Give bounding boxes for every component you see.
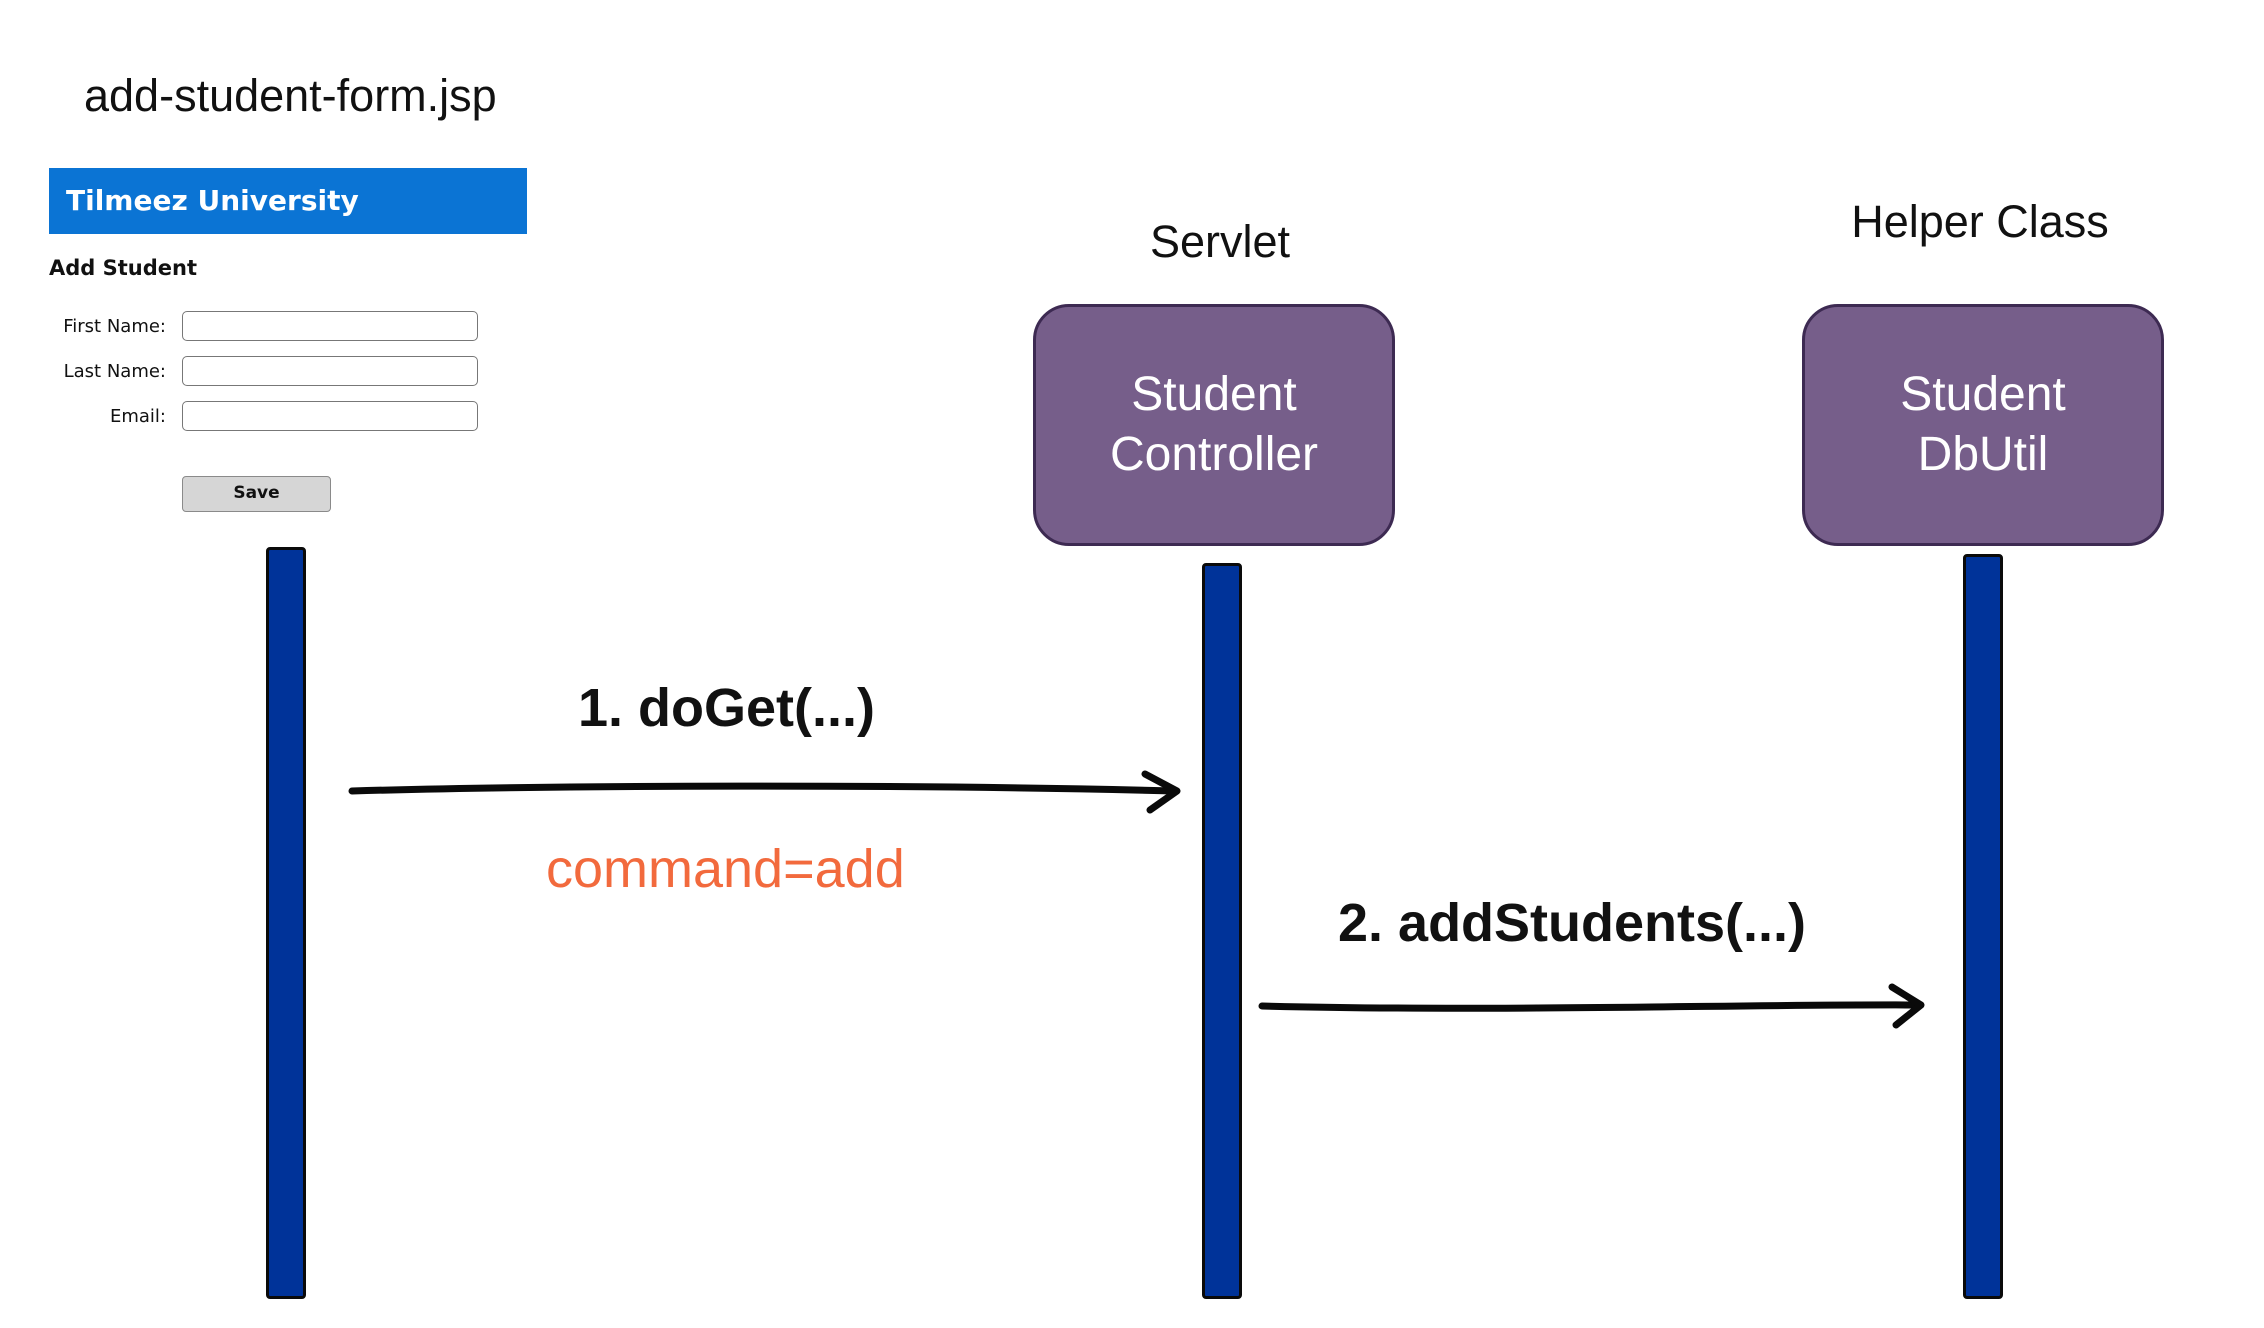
- email-input[interactable]: [182, 401, 478, 431]
- jsp-lifeline: [266, 547, 306, 1299]
- email-label: Email:: [109, 406, 166, 427]
- student-controller-box: Student Controller: [1033, 304, 1395, 546]
- addstudents-arrowhead: [1888, 983, 1925, 1029]
- student-controller-line-1: Student: [1131, 368, 1297, 421]
- save-button[interactable]: Save: [182, 476, 331, 512]
- addstudents-message-label: 2. addStudents(...): [1338, 893, 1807, 953]
- first-name-label: First Name:: [63, 316, 166, 337]
- student-dbutil-box: Student DbUtil: [1802, 304, 2164, 546]
- last-name-label: Last Name:: [63, 361, 166, 382]
- jsp-page-title: add-student-form.jsp: [84, 70, 497, 121]
- doget-arrow-line: [348, 782, 1179, 795]
- addstudents-arrow-line: [1258, 1001, 1924, 1012]
- university-header-title: Tilmeez University: [66, 184, 359, 217]
- helper-class-title: Helper Class: [1851, 196, 2109, 247]
- student-dbutil-line-1: Student: [1900, 368, 2066, 421]
- doget-message-label: 1. doGet(...): [578, 678, 875, 738]
- helper-lifeline: [1963, 554, 2003, 1299]
- command-parameter-label: command=add: [546, 839, 905, 899]
- student-dbutil-line-2: DbUtil: [1917, 428, 2049, 481]
- first-name-input[interactable]: [182, 311, 478, 341]
- add-student-heading: Add Student: [49, 256, 198, 280]
- servlet-lifeline: [1202, 563, 1242, 1299]
- university-header-bar: [49, 168, 527, 234]
- last-name-input[interactable]: [182, 356, 478, 386]
- student-controller-line-2: Controller: [1109, 428, 1319, 481]
- servlet-title: Servlet: [1149, 216, 1291, 267]
- doget-arrowhead: [1141, 770, 1181, 814]
